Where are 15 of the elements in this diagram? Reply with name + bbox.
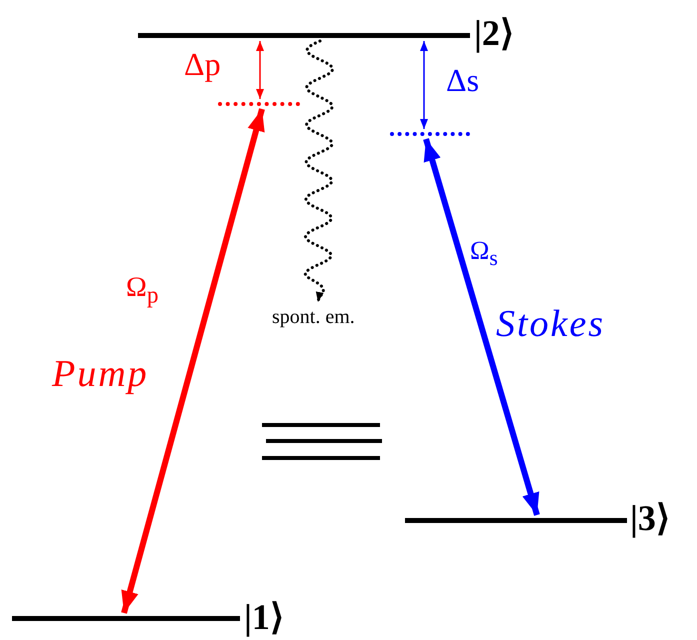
edge-label: Δp: [184, 46, 221, 83]
ket-label: |3⟩: [630, 497, 670, 539]
beam-label: Pump: [52, 352, 149, 396]
double-arrow: [420, 41, 428, 129]
edge-label: Δs: [446, 62, 480, 99]
beam-label: Stokes: [496, 302, 606, 346]
ket-label: |2⟩: [474, 12, 514, 54]
double-arrow: [121, 108, 265, 614]
process-label: spont. em.: [272, 306, 355, 329]
edge-label: Ω$_{s}$: [470, 236, 498, 272]
ket-label: |1⟩: [244, 596, 284, 638]
double-arrow: [256, 41, 264, 99]
double-arrow: [423, 138, 540, 516]
wavy-arrow: [304, 40, 334, 304]
edge-label: Ω$_{p}$: [126, 272, 158, 310]
